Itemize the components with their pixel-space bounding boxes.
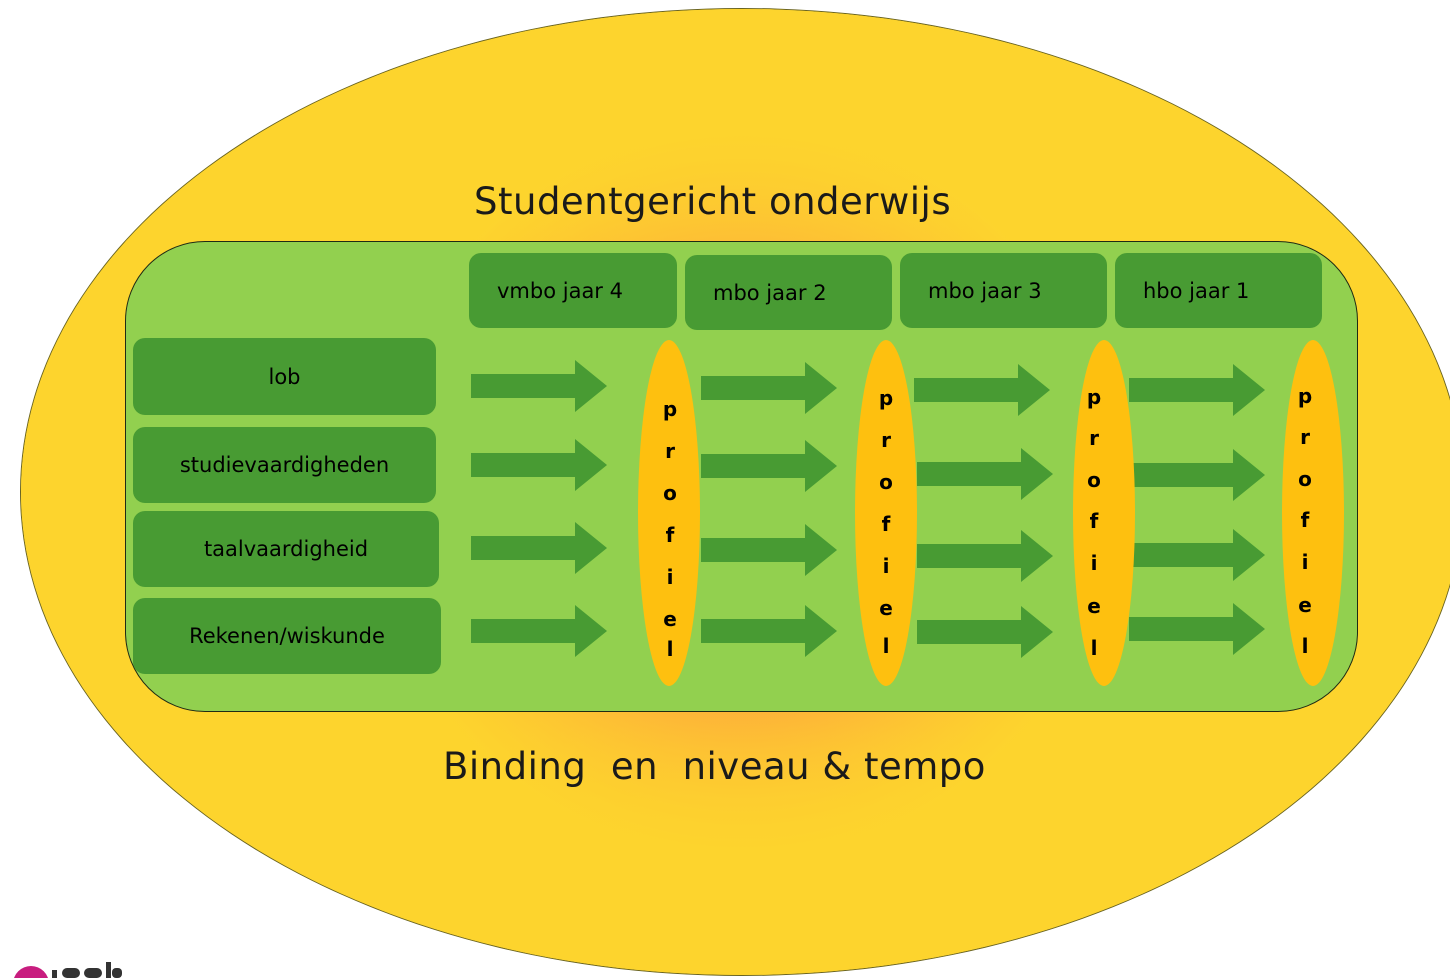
profile-letter: i [882,554,890,578]
profile-letter: l [1090,636,1098,660]
skill-label: Rekenen/wiskunde [189,624,385,648]
skill-box-rekenen-wiskunde: Rekenen/wiskunde [133,598,441,674]
profile-oval-3: p r o f i e l [1073,340,1135,686]
profile-letter: f [1089,509,1099,533]
profile-letter: e [1087,594,1101,618]
arrow-right-icon [917,448,1053,500]
profile-letter: f [665,523,675,547]
arrow-right-icon [917,606,1053,658]
profile-letter: p [662,397,678,421]
skill-label: taalvaardigheid [203,537,369,561]
profile-letter: r [881,428,891,452]
profile-letter: o [663,481,677,505]
arrow-right-icon [914,364,1050,416]
diagram-subtitle: Binding en niveau & tempo [443,745,986,788]
profile-letter: p [1297,384,1313,408]
skill-label: studievaardigheden [179,453,390,477]
profile-letter: e [663,607,677,631]
arrow-right-icon [701,524,837,576]
year-label: mbo jaar 3 [928,278,1042,303]
arrow-right-icon [1129,603,1265,655]
arrow-right-icon [471,522,607,574]
arrow-right-icon [471,605,607,657]
diagram-title: Studentgericht onderwijs [474,180,952,223]
skill-label: lob [268,364,301,389]
skill-box-taalvaardigheid: taalvaardigheid [133,511,439,587]
year-label: vmbo jaar 4 [497,278,623,303]
profile-letter: r [1300,425,1310,449]
year-box-2: mbo jaar 2 [685,255,892,330]
profile-letter: e [1298,593,1312,617]
profile-letter: o [1298,467,1312,491]
profile-letter: p [878,386,894,410]
profile-letter: i [1090,551,1098,575]
year-box-3: mbo jaar 3 [900,253,1107,328]
profile-letter: l [666,637,674,661]
year-label: hbo jaar 1 [1143,278,1250,303]
profile-letter: i [1301,550,1309,574]
profile-oval-1: p r o f i e l [638,340,700,686]
arrow-right-icon [917,530,1053,582]
arrow-right-icon [1129,529,1265,581]
skill-box-studievaardigheden: studievaardigheden [133,427,436,503]
profile-oval-4: p r o f i e l [1282,340,1344,686]
profile-letter: o [879,470,893,494]
profile-letter: f [1300,508,1310,532]
profile-letter: r [665,439,675,463]
arrow-right-icon [1129,364,1265,416]
arrow-right-icon [701,605,837,657]
profile-letter: r [1089,426,1099,450]
arrow-right-icon [471,360,607,412]
year-box-4: hbo jaar 1 [1115,253,1322,328]
profile-letter: p [1086,385,1102,409]
logo [0,952,130,978]
profile-oval-2: p r o f i e l [855,340,917,686]
year-box-1: vmbo jaar 4 [469,253,677,328]
profile-letter: l [882,634,890,658]
profile-letter: e [879,596,893,620]
profile-letter: i [666,565,674,589]
skill-box-lob: lob [133,338,436,415]
arrow-right-icon [1129,449,1265,501]
profile-letter: o [1087,468,1101,492]
arrow-right-icon [701,440,837,492]
profile-letter: f [881,512,891,536]
arrow-right-icon [471,439,607,491]
year-label: mbo jaar 2 [713,280,827,305]
arrow-right-icon [701,362,837,414]
profile-letter: l [1301,634,1309,658]
